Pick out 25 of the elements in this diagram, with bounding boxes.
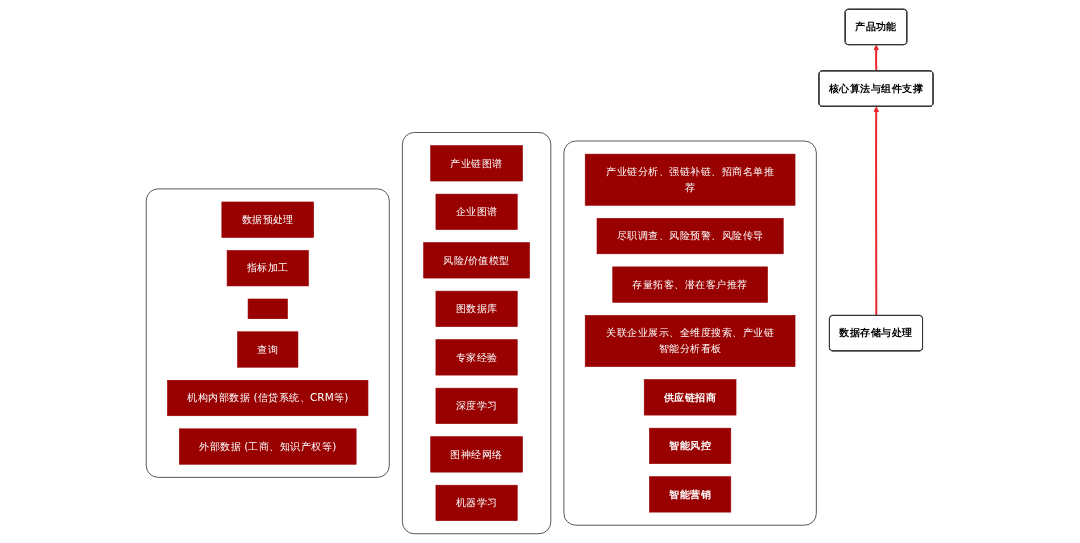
node-box: 关联企业展示、全维度搜索、产业链智能分析看板 xyxy=(585,315,796,367)
node-box: 指标加工 xyxy=(227,250,310,287)
node-box: 存量拓客、潜在客户推荐 xyxy=(612,266,769,303)
node-box: 机器学习 xyxy=(435,484,518,521)
cluster xyxy=(563,140,818,526)
node-box: 外部数据 (工商、知识产权等) xyxy=(179,428,357,465)
node-box: 图数据库 xyxy=(435,290,518,327)
node-box: 供应链招商 xyxy=(644,379,737,416)
node-box: 机构内部数据 (信贷系统、CRM等) xyxy=(167,380,369,417)
node-box: 智能风控 xyxy=(649,427,732,464)
node-box xyxy=(248,298,289,320)
node-box: 产业链图谱 xyxy=(430,145,524,182)
cluster xyxy=(146,188,391,478)
node-box: 图神经网络 xyxy=(430,436,524,473)
node-box: 风险/价值模型 xyxy=(423,242,531,279)
node-box: 产业链分析、强链补链、招商名单推荐 xyxy=(585,153,796,206)
node-box: 数据预处理 xyxy=(221,201,315,238)
arrow xyxy=(873,106,880,317)
node-box: 企业图谱 xyxy=(435,193,518,230)
node-box: 专家经验 xyxy=(435,339,518,376)
node-box: 尽职调查、风险预警、风险传导 xyxy=(597,218,784,255)
node-box: 查询 xyxy=(237,331,299,368)
node-box: 智能营销 xyxy=(649,476,732,513)
cluster xyxy=(402,132,552,535)
node-box: 深度学习 xyxy=(435,387,518,424)
